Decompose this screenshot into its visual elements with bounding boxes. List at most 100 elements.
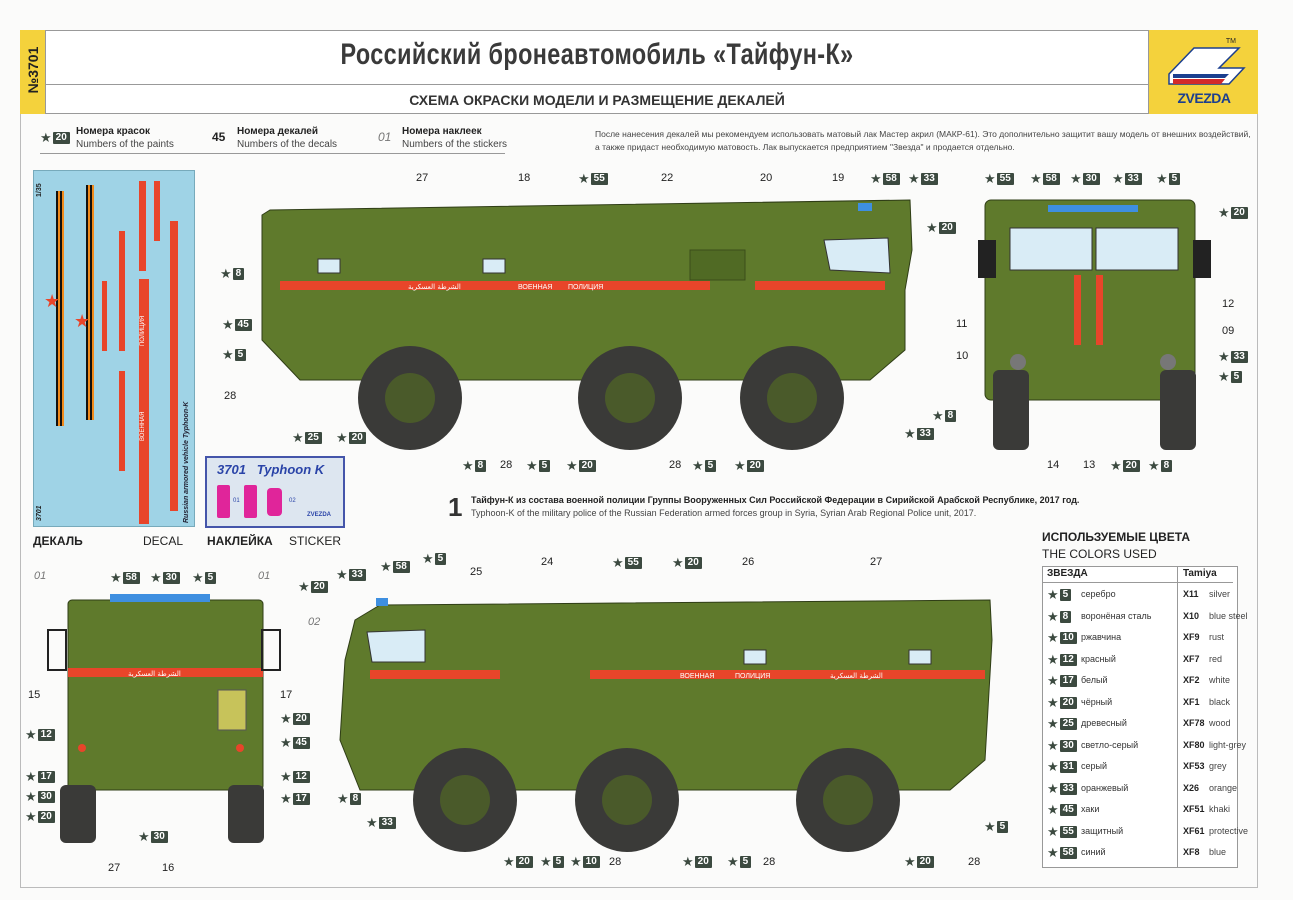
decal-stripe (139, 279, 149, 524)
paint-number: 45 (1059, 804, 1077, 816)
star-icon: ★ (734, 458, 746, 473)
paint-number: 5 (1168, 173, 1181, 185)
paint-number: 5 (234, 349, 247, 361)
decal-callout: 24 (541, 556, 554, 568)
tamiya-code: XF78 (1183, 718, 1205, 728)
star-icon: ★ (280, 735, 292, 750)
paint-callout: ★30 (1070, 172, 1100, 186)
paint-callout: ★8 (337, 791, 362, 806)
paint-number: 20 (1230, 207, 1248, 219)
star-icon: ★ (566, 458, 578, 473)
decal-caption-ru: ДЕКАЛЬ (33, 534, 83, 548)
paint-callout: ★20 (336, 431, 366, 445)
sticker-title: 3701 Typhoon K (217, 462, 325, 477)
paint-number: 5 (739, 856, 752, 868)
tamiya-code: XF8 (1183, 847, 1200, 857)
paint-callout: ★30 (25, 790, 55, 804)
vehicle-side-right (261, 199, 913, 450)
sticker-caption-en: STICKER (289, 534, 342, 548)
color-name-ru: хаки (1081, 804, 1100, 814)
paint-callout: ★33 (904, 427, 934, 441)
color-name-ru: защитный (1081, 825, 1124, 836)
paint-callout: ★5 (1218, 370, 1243, 384)
tamiya-code: XF1 (1183, 696, 1200, 707)
paint-callout: ★20 (1110, 459, 1140, 473)
paint-callout: ★17 (25, 770, 55, 784)
color-name-ru: светло-серый (1081, 739, 1139, 750)
color-name-en: protective (1209, 825, 1249, 836)
paint-number: 20 (348, 432, 366, 444)
page-subtitle: СХЕМА ОКРАСКИ МОДЕЛИ И РАЗМЕЩЕНИЕ ДЕКАЛЕ… (409, 92, 785, 108)
paint-number: 20 (292, 713, 310, 725)
military-text: ВОЕННАЯ (680, 673, 714, 680)
color-name-en: blue (1209, 847, 1227, 857)
catalog-number-strip: №3701 (20, 30, 46, 114)
star-icon: ★ (1218, 349, 1230, 364)
decal-callout: 28 (609, 856, 622, 868)
paint-callout: ★20 (298, 580, 328, 594)
paint-number: 5 (1230, 371, 1243, 383)
paint-callout: ★20 (926, 221, 956, 235)
legend-label-en: Numbers of the stickers (402, 139, 508, 150)
paint-number-badge: ★45 (1047, 803, 1077, 817)
paint-number-badge: ★5 (1047, 588, 1072, 602)
star-icon: ★ (422, 551, 434, 566)
paint-callout: ★58 (380, 560, 410, 574)
decal-stripe (119, 231, 125, 351)
paint-number: 20 (746, 460, 764, 472)
paint-number: 58 (122, 572, 140, 584)
paint-number: 8 (474, 460, 487, 472)
decal-callout: 28 (500, 459, 513, 471)
star-icon: ★ (1047, 716, 1059, 731)
decal-callout: 28 (669, 459, 682, 471)
trademark: TM (1225, 38, 1236, 45)
arabic-text: الشرطة العسكرية (408, 283, 461, 291)
paint-number: 20 (515, 856, 533, 868)
column-header-zvezda: ЗВЕЗДА (1047, 568, 1088, 579)
star-icon: ★ (1030, 171, 1042, 186)
star-icon: ★ (904, 854, 916, 869)
color-name-ru: оранжевый (1081, 782, 1129, 793)
sticker-callout: 01 (34, 570, 47, 582)
paint-callout: ★5 (222, 347, 247, 362)
color-name-ru: красный (1081, 653, 1116, 664)
star-icon: ★ (1156, 171, 1168, 186)
legend-label-en: Numbers of the paints (76, 139, 174, 150)
star-icon: ★ (337, 791, 349, 806)
decal-stripe (139, 181, 146, 271)
star-icon: ★ (503, 854, 515, 869)
header (20, 30, 1258, 114)
paint-number-badge: ★20 (1047, 695, 1077, 710)
divider (40, 153, 505, 154)
paint-number: 30 (1082, 173, 1100, 185)
sticker-sheet: 3701 Typhoon K 01 02 ZVEZDA (205, 456, 345, 528)
color-name-en: blue steel (1209, 610, 1248, 621)
paint-number: 30 (1059, 739, 1077, 752)
zvezda-logo: TM ZVEZDA (1148, 30, 1258, 114)
star-icon: ★ (192, 570, 204, 585)
paint-number: 5 (204, 572, 217, 584)
star-icon: ★ (1047, 630, 1059, 645)
decal-callout: 20 (760, 172, 773, 184)
paint-number: 20 (37, 811, 55, 823)
tamiya-code: XF51 (1183, 804, 1205, 814)
star-icon: ★ (1047, 608, 1059, 624)
paint-number-badge: ★31 (1047, 760, 1077, 774)
tamiya-code: XF61 (1183, 825, 1205, 836)
decal-caption-en: DECAL (143, 534, 184, 548)
paint-callout: ★55 (578, 172, 608, 186)
star-icon: ★ (570, 854, 582, 869)
star-icon: ★ (292, 430, 304, 445)
paint-number: 30 (162, 572, 180, 584)
star-icon: ★ (222, 347, 234, 362)
star-icon: ★ (1112, 171, 1124, 186)
paint-number: 25 (1059, 718, 1077, 730)
paint-callout: ★8 (1148, 459, 1173, 473)
paint-number: 55 (590, 173, 608, 185)
star-icon: ★ (336, 567, 348, 582)
flag-star-icon (1168, 47, 1246, 85)
paint-number: 20 (1059, 696, 1077, 709)
